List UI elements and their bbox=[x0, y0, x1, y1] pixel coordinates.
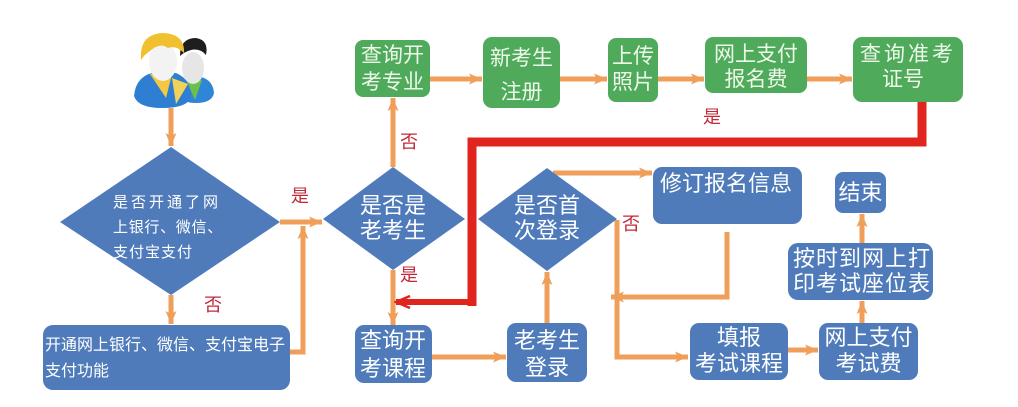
step-box bbox=[788, 243, 933, 300]
decision-text-line: 支付宝支付 bbox=[113, 243, 193, 261]
step-box bbox=[355, 40, 430, 97]
step-text-line: 新考生 bbox=[490, 46, 553, 70]
decision-text-line: 次登录 bbox=[514, 219, 580, 244]
step-upload-photo: 上传 照片 bbox=[608, 38, 658, 102]
step-returning-login: 老考生 登录 bbox=[507, 323, 587, 382]
step-box bbox=[835, 172, 886, 213]
step-text-line: 修订报名信息 bbox=[660, 172, 792, 197]
decision-text-line: 是否是 bbox=[360, 194, 426, 219]
connector-first-login-no bbox=[614, 220, 688, 363]
step-box bbox=[690, 323, 788, 380]
users-icon bbox=[134, 33, 214, 108]
decision-text-line: 上银行、微信、 bbox=[113, 218, 223, 236]
step-print-seat-table: 按时到网上打 印考试座位表 bbox=[788, 243, 933, 300]
step-text-line: 考专业 bbox=[361, 70, 424, 94]
step-text-line: 证号 bbox=[882, 67, 924, 91]
edge-labels: 是 否 否 是 否 是 bbox=[204, 107, 721, 316]
step-text-line: 查询开 bbox=[360, 329, 426, 354]
step-text-line: 结束 bbox=[838, 181, 882, 206]
step-text-line: 开通网上银行、微信、支付宝电子 bbox=[45, 335, 285, 354]
connectors bbox=[165, 73, 868, 363]
step-text-line: 登录 bbox=[525, 356, 569, 381]
decision-online-payment-enabled: 是否开通了网 上银行、微信、 支付宝支付 bbox=[60, 147, 280, 295]
decision-shape bbox=[478, 168, 617, 271]
step-text-line: 老考生 bbox=[514, 329, 580, 354]
step-new-register: 新考生 注册 bbox=[483, 37, 560, 108]
connector-edit-info-return bbox=[611, 232, 730, 303]
step-text-line: 报名费 bbox=[725, 67, 788, 91]
step-box bbox=[853, 37, 963, 102]
step-box bbox=[705, 37, 807, 93]
edge-label-payment-no: 否 bbox=[204, 295, 222, 316]
step-text-line: 照片 bbox=[612, 70, 654, 94]
step-text-line: 网上支付 bbox=[714, 42, 798, 66]
step-box bbox=[43, 325, 290, 390]
step-text-line: 考课程 bbox=[360, 357, 426, 382]
edge-label-payment-yes: 是 bbox=[291, 186, 309, 207]
step-enable-e-payment: 开通网上银行、微信、支付宝电子 支付功能 bbox=[43, 325, 290, 390]
step-text-line: 查询准考 bbox=[860, 42, 956, 66]
step-box bbox=[507, 323, 587, 382]
step-text-line: 印考试座位表 bbox=[793, 272, 931, 297]
decision-text-line: 是否开通了网 bbox=[113, 193, 221, 211]
edge-label-admission-yes: 是 bbox=[703, 107, 721, 128]
decision-text-line: 是否首 bbox=[514, 194, 580, 219]
step-query-admission-number: 查询准考 证号 bbox=[853, 37, 963, 102]
step-text-line: 网上支付 bbox=[824, 326, 912, 351]
step-edit-registration-info: 修订报名信息 bbox=[653, 167, 802, 224]
decision-shape bbox=[323, 167, 465, 270]
step-box bbox=[483, 37, 560, 108]
red-line-main bbox=[467, 102, 927, 306]
decision-returning-candidate: 是否是 老考生 bbox=[323, 167, 465, 270]
edge-label-returning-yes: 是 bbox=[400, 265, 418, 286]
step-query-courses: 查询开 考课程 bbox=[355, 325, 432, 383]
step-text-line: 查询开 bbox=[361, 43, 424, 67]
decision-text-line: 老考生 bbox=[360, 219, 426, 244]
highlight-connector-admission-yes bbox=[396, 102, 927, 306]
step-box bbox=[355, 325, 432, 383]
step-text-line: 注册 bbox=[501, 80, 543, 104]
edge-label-returning-no: 否 bbox=[400, 132, 418, 153]
step-text-line: 按时到网上打 bbox=[793, 247, 931, 272]
edge-label-first-login-no: 否 bbox=[622, 214, 640, 235]
step-box bbox=[819, 323, 918, 380]
decision-shape bbox=[60, 147, 280, 295]
step-box bbox=[653, 167, 802, 224]
step-text-line: 上传 bbox=[612, 44, 654, 68]
step-pay-exam-fee: 网上支付 考试费 bbox=[819, 323, 918, 380]
step-pay-registration-fee: 网上支付 报名费 bbox=[705, 37, 807, 93]
step-end: 结束 bbox=[835, 172, 886, 213]
step-text-line: 支付功能 bbox=[45, 361, 109, 380]
step-text-line: 考试费 bbox=[835, 352, 901, 377]
decision-first-login: 是否首 次登录 bbox=[478, 168, 617, 271]
step-fill-exam-courses: 填报 考试课程 bbox=[690, 323, 788, 380]
step-text-line: 填报 bbox=[717, 326, 761, 351]
step-query-majors: 查询开 考专业 bbox=[355, 40, 430, 97]
connector-enable-to-returning bbox=[290, 226, 309, 355]
step-text-line: 考试课程 bbox=[695, 352, 783, 377]
step-box bbox=[608, 38, 658, 102]
